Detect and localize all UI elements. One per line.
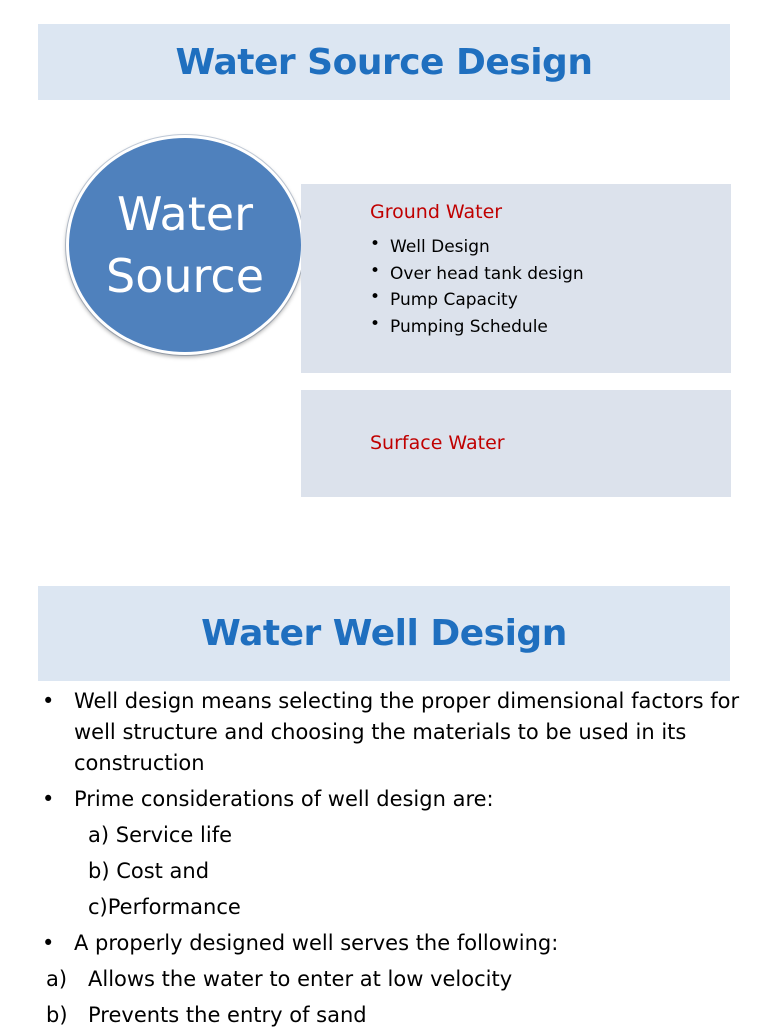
serves-marker: b): [46, 1003, 68, 1027]
slide2-content: • Well design means selecting the proper…: [40, 686, 740, 1036]
ground-water-list: Well Design Over head tank design Pump C…: [370, 231, 584, 341]
list-item: Pumping Schedule: [370, 311, 584, 341]
surface-water-box: Surface Water: [301, 390, 731, 497]
bullet-marker: •: [42, 689, 55, 713]
bullet-item: • A properly designed well serves the fo…: [40, 928, 740, 959]
list-item: Well Design: [370, 231, 584, 261]
slide2-title: Water Well Design: [201, 613, 567, 654]
surface-water-title: Surface Water: [370, 432, 505, 454]
bullet-item: • Prime considerations of well design ar…: [40, 784, 740, 815]
slide2-title-banner: Water Well Design: [38, 586, 730, 681]
bullet-item: • Well design means selecting the proper…: [40, 686, 740, 779]
ground-water-box: Ground Water Well Design Over head tank …: [301, 184, 731, 373]
ground-water-title: Ground Water: [370, 201, 503, 223]
serves-text: Allows the water to enter at low velocit…: [88, 967, 513, 991]
consideration-item: c)Performance: [88, 895, 241, 919]
bullet-text: Well design means selecting the proper d…: [74, 689, 740, 775]
bullet-text: Prime considerations of well design are:: [74, 787, 494, 811]
list-item: Over head tank design: [370, 258, 584, 288]
slide1-title: Water Source Design: [175, 41, 593, 83]
serves-item: b) Prevents the entry of sand: [40, 1000, 740, 1031]
consideration-item: a) Service life: [88, 823, 233, 847]
bullet-marker: •: [42, 787, 55, 811]
water-source-circle: Water Source: [66, 135, 304, 355]
circle-line-2: Source: [106, 249, 264, 303]
circle-line-1: Water: [117, 187, 253, 241]
bullet-marker: •: [42, 931, 55, 955]
serves-text: Prevents the entry of sand: [88, 1003, 367, 1027]
serves-item: a) Allows the water to enter at low velo…: [40, 964, 740, 995]
list-item: Pump Capacity: [370, 284, 584, 314]
consideration-item: b) Cost and: [88, 859, 210, 883]
bullet-text: A properly designed well serves the foll…: [74, 931, 559, 955]
serves-marker: a): [46, 967, 68, 991]
slide1-title-banner: Water Source Design: [38, 24, 730, 100]
